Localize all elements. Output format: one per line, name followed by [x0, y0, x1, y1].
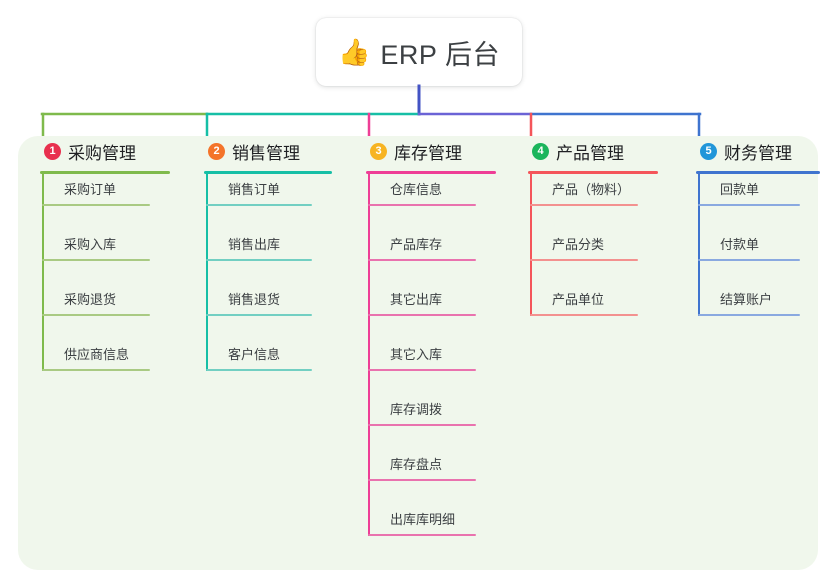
leaf-node[interactable]: 产品单位 — [530, 292, 638, 316]
leaf-node[interactable]: 库存盘点 — [368, 457, 476, 481]
leaf-label: 仓库信息 — [390, 182, 443, 197]
leaf-node[interactable]: 结算账户 — [698, 292, 800, 316]
leaf-label: 产品单位 — [552, 292, 605, 307]
leaf-node[interactable]: 采购退货 — [42, 292, 150, 316]
leaf-label: 销售订单 — [228, 182, 281, 197]
column-header[interactable]: 5 财务管理 — [696, 136, 820, 166]
column-采购管理: 1 采购管理采购订单采购入库采购退货供应商信息 — [40, 136, 170, 371]
leaf-label: 产品库存 — [390, 237, 443, 252]
leaf-underline — [206, 204, 312, 206]
leaf-underline — [530, 314, 638, 316]
leaf-node[interactable]: 采购入库 — [42, 237, 150, 261]
column-库存管理: 3 库存管理仓库信息产品库存其它出库其它入库库存调拨库存盘点出库库明细 — [366, 136, 496, 536]
leaf-node[interactable]: 回款单 — [698, 182, 800, 206]
column-underline — [528, 171, 658, 174]
column-underline — [696, 171, 820, 174]
column-title: 财务管理 — [724, 143, 792, 163]
column-underline — [40, 171, 170, 174]
leaf-underline — [368, 369, 476, 371]
root-node[interactable]: 👍 ERP 后台 — [316, 18, 522, 86]
leaf-node[interactable]: 库存调拨 — [368, 402, 476, 426]
leaf-label: 产品（物料） — [552, 182, 631, 197]
leaf-node[interactable]: 其它入库 — [368, 347, 476, 371]
leaf-label: 采购订单 — [64, 182, 117, 197]
leaf-underline — [206, 259, 312, 261]
leaf-node[interactable]: 销售退货 — [206, 292, 312, 316]
leaf-underline — [368, 314, 476, 316]
mindmap-board: 1 采购管理采购订单采购入库采购退货供应商信息 2 销售管理销售订单销售出库销售退货客… — [18, 136, 820, 570]
column-title: 采购管理 — [68, 143, 136, 163]
column-number-badge: 1 — [44, 142, 61, 160]
column-title: 产品管理 — [556, 143, 624, 163]
leaf-node[interactable]: 付款单 — [698, 237, 800, 261]
leaf-underline — [368, 479, 476, 481]
column-header[interactable]: 1 采购管理 — [40, 136, 170, 166]
column-header[interactable]: 2 销售管理 — [204, 136, 332, 166]
leaf-node[interactable]: 产品分类 — [530, 237, 638, 261]
column-spine — [530, 172, 532, 316]
leaf-label: 销售出库 — [228, 237, 281, 252]
column-spine — [206, 172, 208, 371]
column-销售管理: 2 销售管理销售订单销售出库销售退货客户信息 — [204, 136, 332, 371]
leaf-underline — [42, 259, 150, 261]
leaf-node[interactable]: 其它出库 — [368, 292, 476, 316]
leaf-label: 库存盘点 — [390, 457, 443, 472]
leaf-label: 采购退货 — [64, 292, 117, 307]
column-number-badge: 4 — [532, 142, 549, 160]
leaf-node[interactable]: 客户信息 — [206, 347, 312, 371]
leaf-underline — [42, 369, 150, 371]
leaf-label: 其它出库 — [390, 292, 443, 307]
column-spine — [368, 172, 370, 536]
leaf-label: 供应商信息 — [64, 347, 130, 362]
leaf-underline — [368, 259, 476, 261]
leaf-label: 结算账户 — [720, 292, 773, 307]
leaf-node[interactable]: 供应商信息 — [42, 347, 150, 371]
leaf-underline — [368, 424, 476, 426]
leaf-label: 出库库明细 — [390, 512, 456, 527]
leaf-underline — [698, 204, 800, 206]
column-header[interactable]: 4 产品管理 — [528, 136, 658, 166]
leaf-underline — [368, 534, 476, 536]
leaf-node[interactable]: 销售出库 — [206, 237, 312, 261]
column-number-badge: 2 — [208, 142, 225, 160]
leaf-node[interactable]: 销售订单 — [206, 182, 312, 206]
column-title: 销售管理 — [232, 143, 300, 163]
root-title: ERP 后台 — [380, 39, 500, 70]
column-产品管理: 4 产品管理产品（物料） 产品分类产品单位 — [528, 136, 658, 316]
leaf-underline — [42, 204, 150, 206]
column-underline — [204, 171, 332, 174]
leaf-underline — [368, 204, 476, 206]
thumbs-up-icon: 👍 — [338, 37, 371, 67]
leaf-node[interactable]: 产品（物料） — [530, 182, 638, 206]
leaf-label: 客户信息 — [228, 347, 281, 362]
leaf-node[interactable]: 产品库存 — [368, 237, 476, 261]
leaf-underline — [42, 314, 150, 316]
column-number-badge: 5 — [700, 142, 717, 160]
leaf-underline — [530, 259, 638, 261]
column-spine — [42, 172, 44, 371]
leaf-label: 产品分类 — [552, 237, 605, 252]
column-header[interactable]: 3 库存管理 — [366, 136, 496, 166]
leaf-underline — [530, 204, 638, 206]
leaf-label: 销售退货 — [228, 292, 281, 307]
leaf-label: 采购入库 — [64, 237, 117, 252]
column-财务管理: 5 财务管理回款单付款单结算账户 — [696, 136, 820, 316]
leaf-node[interactable]: 采购订单 — [42, 182, 150, 206]
leaf-underline — [698, 259, 800, 261]
leaf-label: 付款单 — [720, 237, 760, 252]
leaf-underline — [206, 369, 312, 371]
leaf-label: 其它入库 — [390, 347, 443, 362]
leaf-node[interactable]: 仓库信息 — [368, 182, 476, 206]
column-underline — [366, 171, 496, 174]
leaf-label: 库存调拨 — [390, 402, 443, 417]
column-number-badge: 3 — [370, 142, 387, 160]
column-title: 库存管理 — [394, 143, 462, 163]
leaf-underline — [698, 314, 800, 316]
leaf-underline — [206, 314, 312, 316]
leaf-node[interactable]: 出库库明细 — [368, 512, 476, 536]
column-spine — [698, 172, 700, 316]
leaf-label: 回款单 — [720, 182, 760, 197]
